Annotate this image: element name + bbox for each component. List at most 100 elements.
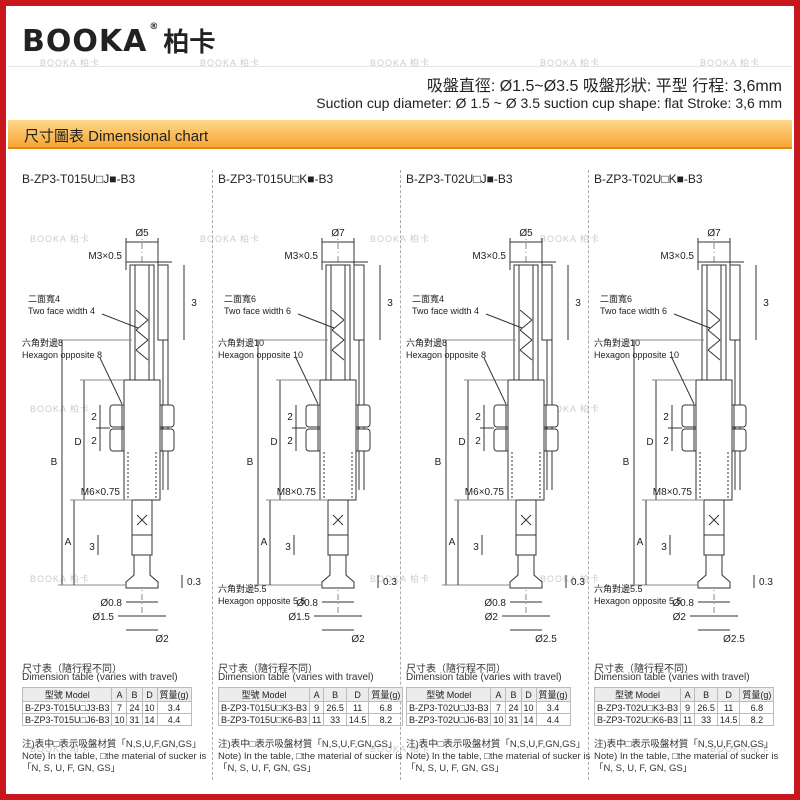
- table-row: B-ZP3-T015U□J6-B3 10 31 14 4.4: [21, 713, 192, 726]
- dim-b: B: [247, 457, 254, 468]
- note-line-en: Note) In the table, □the material of suc…: [218, 751, 403, 762]
- thread-bottom-label: M8×0.75: [277, 487, 317, 498]
- cell-model: B-ZP3-T015U□K6-B3: [218, 713, 310, 726]
- cell-d: 14: [520, 713, 537, 726]
- lower-rod: [703, 499, 725, 556]
- header-a: A: [490, 687, 507, 702]
- dim-a: A: [637, 537, 644, 548]
- two-face-en: Two face width 6: [600, 306, 667, 316]
- model-code: B-ZP3-T02U□J■-B3: [406, 172, 513, 186]
- cell-d: 10: [520, 701, 537, 714]
- cell-d: 10: [141, 701, 158, 714]
- leader-hex: [295, 357, 319, 405]
- leader-two-face: [101, 313, 139, 329]
- header-a: A: [308, 687, 325, 702]
- bottom-label-1: Ø0.8: [672, 598, 694, 609]
- dim-right-zerothree: 0.3: [759, 577, 773, 588]
- header-model: 型號 Model: [218, 687, 310, 702]
- model-code: B-ZP3-T02U□K■-B3: [594, 172, 703, 186]
- cell-d: 11: [716, 701, 741, 714]
- dim-b: B: [51, 457, 58, 468]
- watermark: BOOKA 柏卡: [540, 58, 601, 68]
- dim-d: D: [458, 437, 465, 448]
- thread-top-label: M3×0.5: [472, 251, 506, 262]
- cell-a: 11: [679, 713, 696, 726]
- header-mass: 質量(g): [368, 687, 404, 702]
- hex-en: Hexagon opposite 8: [406, 350, 486, 360]
- dim-right-zerothree: 0.3: [571, 577, 585, 588]
- dim-right-three: 3: [575, 298, 581, 309]
- table-row: B-ZP3-T02U□K6-B3 11 33 14.5 8.2: [594, 713, 775, 726]
- note-line-cn: 注)表中□表示吸盤材質「N,S,U,F,GN,GS」: [406, 739, 586, 750]
- dim-two: 2: [287, 412, 293, 423]
- cell-a: 11: [308, 713, 325, 726]
- side-plate: [729, 264, 741, 341]
- cell-a: 9: [308, 701, 325, 714]
- hex-cn: 六角對邊8: [406, 337, 447, 348]
- cell-mass: 6.8: [368, 701, 404, 714]
- suction-cup: [509, 554, 543, 589]
- table-title-en: Dimension table (varies with travel): [218, 672, 374, 683]
- cell-b: 33: [694, 713, 718, 726]
- lower-rod: [515, 499, 537, 556]
- watermark: BOOKA 柏卡: [30, 404, 91, 414]
- table-title-cn: 尺寸表（隨行程不同）: [22, 664, 122, 675]
- column-separator: [400, 170, 401, 780]
- table-row: B-ZP3-T015U□K3-B3 9 26.5 11 6.8: [218, 701, 404, 714]
- header-divider: [8, 66, 792, 67]
- hex-cn: 六角對邊10: [594, 337, 640, 348]
- cell-model: B-ZP3-T02U□J3-B3: [405, 701, 492, 714]
- leader-two-face: [297, 313, 335, 329]
- hex-en: Hexagon opposite 10: [218, 350, 303, 360]
- cell-mass: 4.4: [535, 713, 571, 726]
- upper-rod: [513, 264, 539, 381]
- note-line-materials: 「N, S, U, F, GN, GS」: [218, 763, 317, 774]
- suction-cup: [321, 554, 355, 589]
- note-line-cn: 注)表中□表示吸盤材質「N,S,U,F,GN,GS」: [594, 739, 774, 750]
- dim-three: 3: [285, 542, 291, 553]
- threaded-body: [695, 379, 733, 501]
- cell-a: 10: [490, 713, 507, 726]
- side-plate: [541, 264, 553, 341]
- cell-b: 33: [323, 713, 347, 726]
- watermark: BOOKA 柏卡: [40, 58, 101, 68]
- cell-d: 14.5: [716, 713, 741, 726]
- thread-bottom-label: M6×0.75: [465, 487, 505, 498]
- table-title-cn: 尺寸表（隨行程不同）: [406, 664, 506, 675]
- note-line-materials: 「N, S, U, F, GN, GS」: [22, 763, 121, 774]
- watermark: BOOKA 柏卡: [370, 58, 431, 68]
- table-header-row: 型號 Model A B D 質量(g): [21, 687, 192, 702]
- hex-cn: 六角對邊8: [22, 337, 63, 348]
- dimensional-chart-banner: 尺寸圖表 Dimensional chart: [8, 120, 792, 149]
- table-row: B-ZP3-T02U□J6-B3 10 31 14 4.4: [405, 713, 571, 726]
- watermark: BOOKA 柏卡: [710, 744, 771, 754]
- header-b: B: [126, 687, 143, 702]
- dim-right-zerothree: 0.3: [383, 577, 397, 588]
- dim-a: A: [449, 537, 456, 548]
- model-code: B-ZP3-T015U□K■-B3: [218, 172, 334, 186]
- header-d: D: [141, 687, 158, 702]
- table-header-row: 型號 Model A B D 質量(g): [218, 687, 404, 702]
- cell-d: 14.5: [345, 713, 370, 726]
- dim-two: 2: [475, 436, 481, 447]
- model-code: B-ZP3-T015U□J■-B3: [22, 172, 136, 186]
- product-column: B-ZP3-T02U□J■-B3: [405, 172, 596, 792]
- dim-right-three: 3: [191, 298, 197, 309]
- dim-three: 3: [473, 542, 479, 553]
- cell-mass: 6.8: [739, 701, 775, 714]
- header-d: D: [716, 687, 741, 702]
- threaded-body: [507, 379, 545, 501]
- cell-mass: 4.4: [156, 713, 192, 726]
- dim-three: 3: [661, 542, 667, 553]
- technical-drawing: Ø7 M3×0.5 二面寬6 Two face width 6 六角對邊10 H…: [218, 228, 397, 645]
- header-mass: 質量(g): [156, 687, 192, 702]
- cell-a: 7: [490, 701, 507, 714]
- bottom-label-2: Ø1.5: [288, 612, 310, 623]
- dim-two: 2: [91, 412, 97, 423]
- lower-rod: [327, 499, 349, 556]
- table-title-en: Dimension table (varies with travel): [594, 672, 750, 683]
- dim-right-zerothree: 0.3: [187, 577, 201, 588]
- dim-d: D: [270, 437, 277, 448]
- watermark: BOOKA 柏卡: [30, 744, 91, 754]
